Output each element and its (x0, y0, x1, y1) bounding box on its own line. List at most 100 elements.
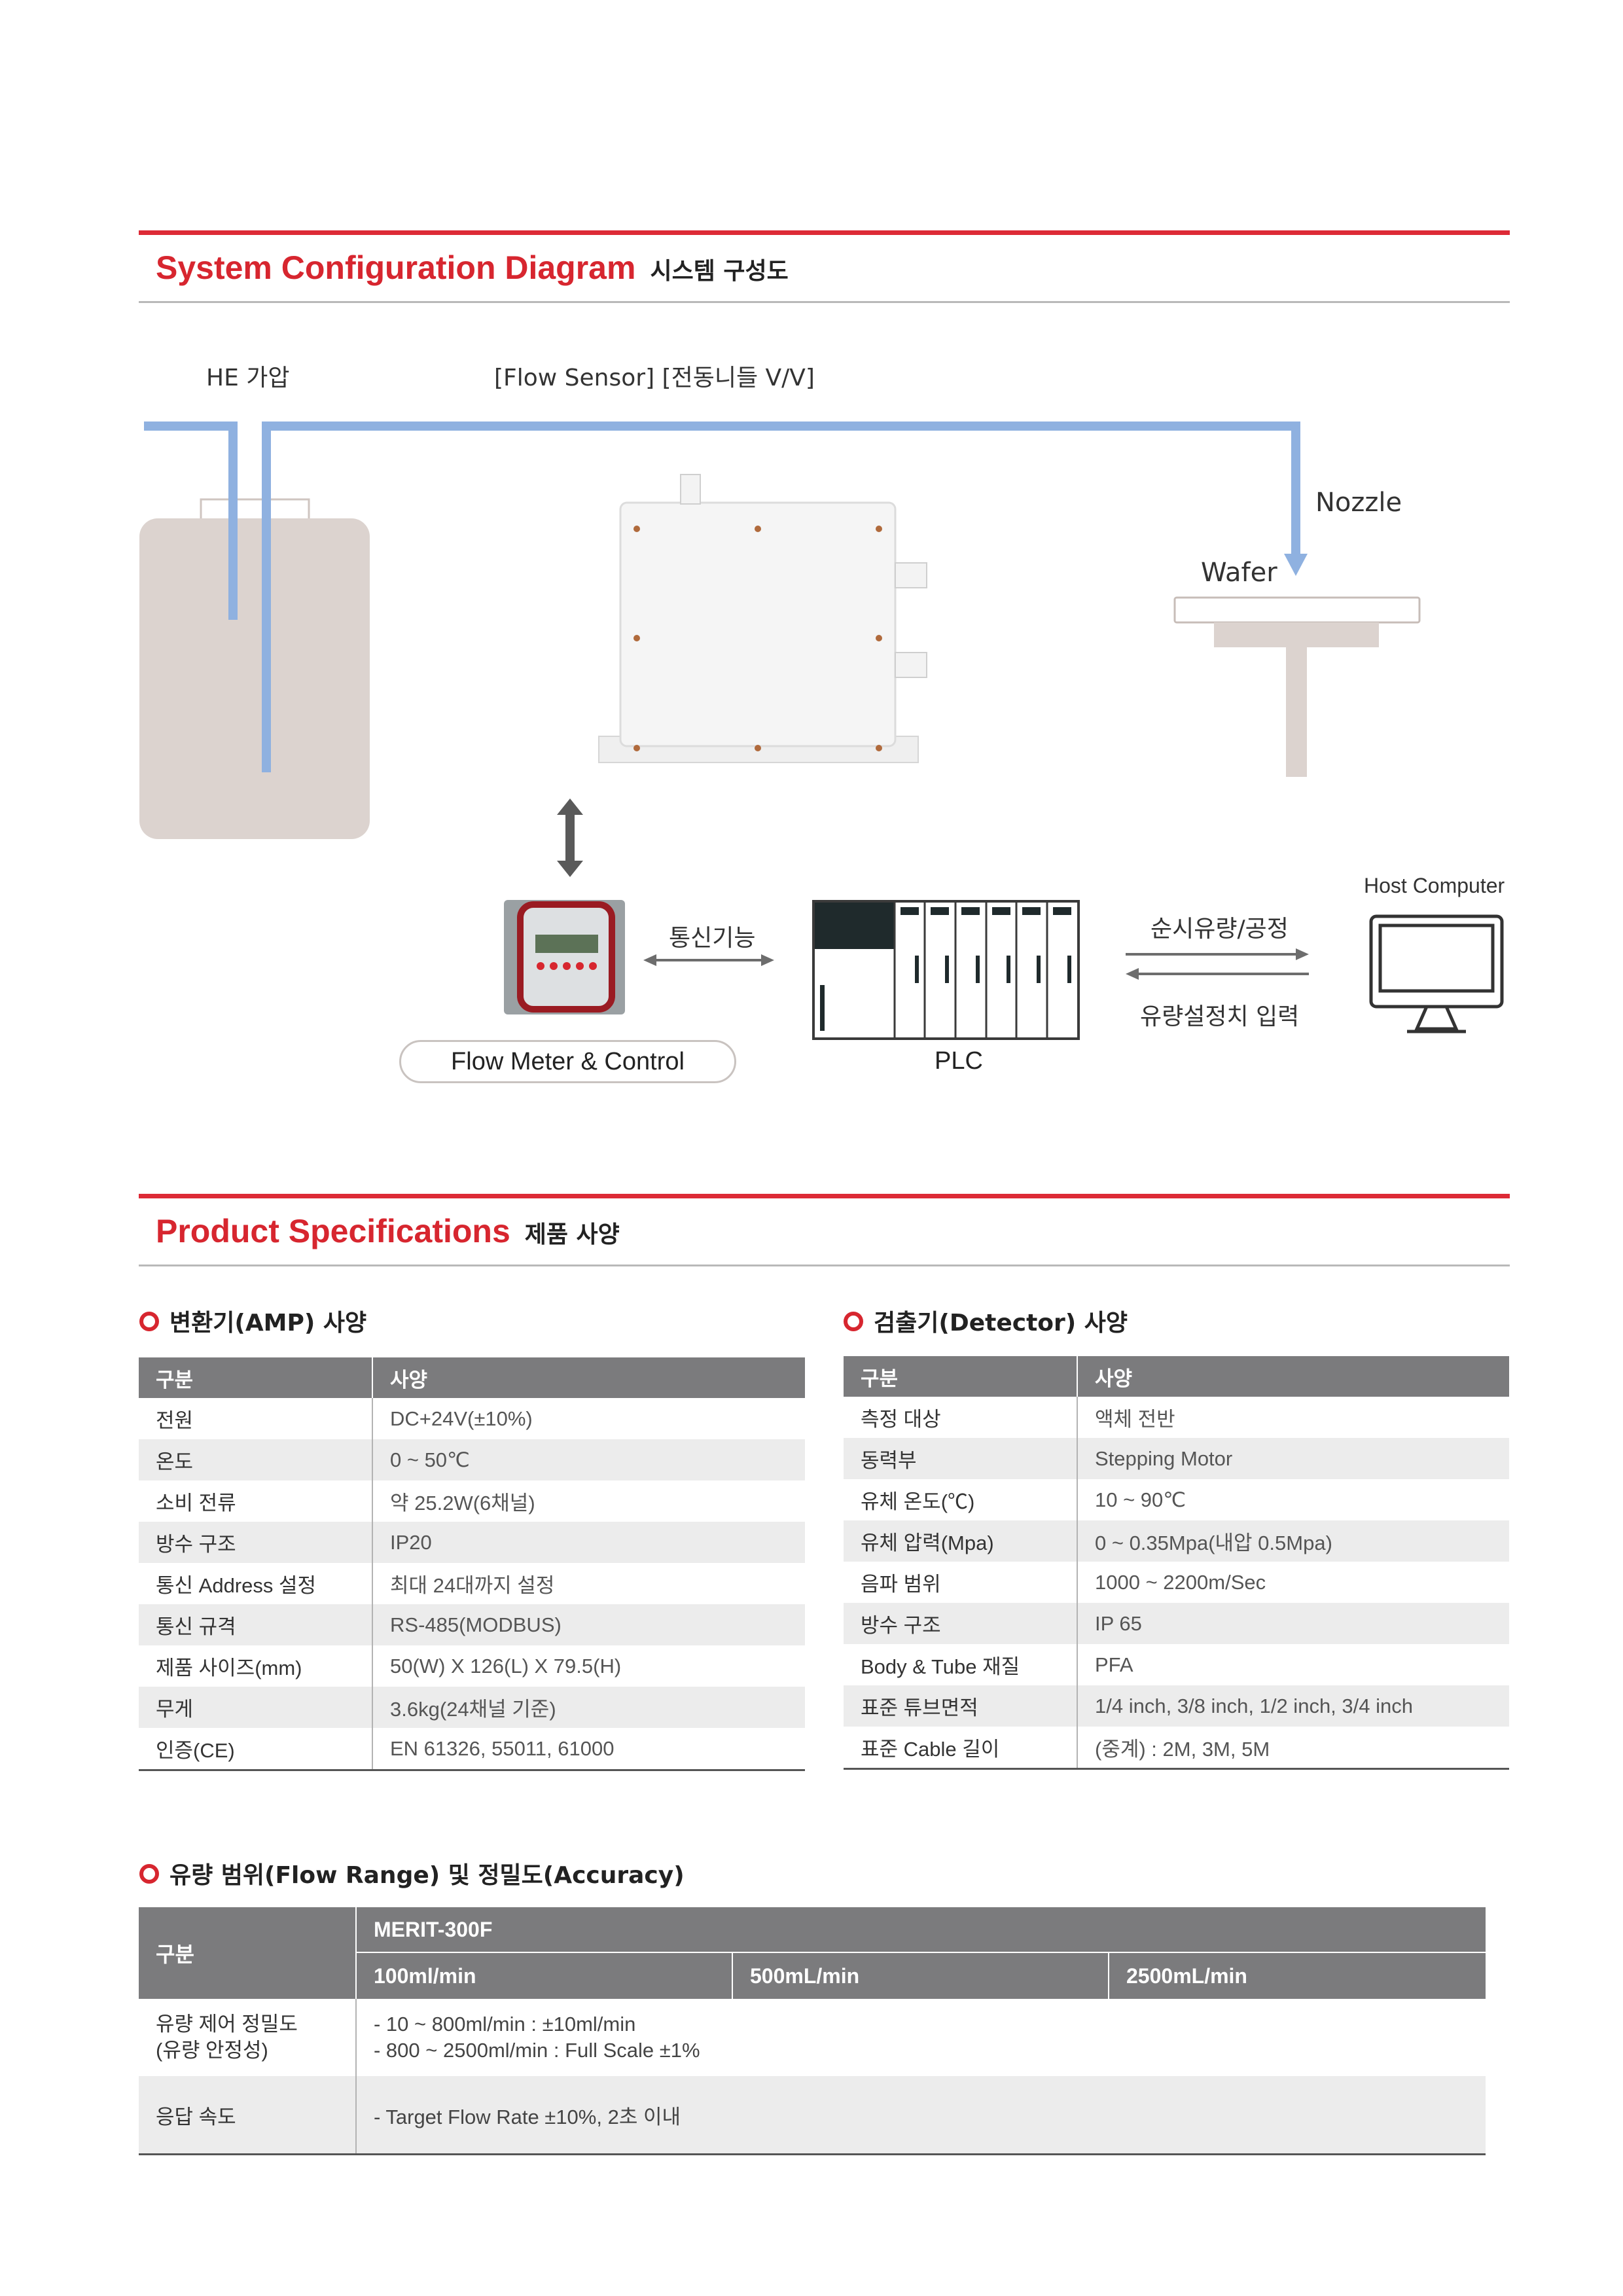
amp-spec-title: 변환기(AMP) 사양 (139, 1304, 366, 1338)
spec-value: 최대 24대까지 설정 (372, 1563, 805, 1604)
spec-value: 액체 전반 (1077, 1397, 1509, 1438)
bullet-ring-icon (844, 1312, 863, 1331)
comm-function-label: 통신기능 (669, 925, 756, 952)
table-header: 사양 (372, 1357, 805, 1398)
comm-arrow-right (761, 954, 774, 966)
table-row: 유량 제어 정밀도 (유량 안정성) - 10 ~ 800ml/min : ±1… (139, 1999, 1486, 2076)
spec-value: (중계) : 2M, 3M, 5M (1077, 1727, 1509, 1770)
instant-arrow-head (1296, 948, 1309, 960)
response-label: 응답 속도 (139, 2076, 357, 2155)
label-line: 응답 속도 (156, 2105, 236, 2128)
spec-label: 통신 Address 설정 (156, 1574, 317, 1597)
section-title-en: Product Specifications (156, 1213, 510, 1249)
spec-value: IP20 (372, 1522, 805, 1563)
table-header: 구분 (139, 1357, 372, 1398)
table-row: 소비 전류 약 25.2W(6채널) (139, 1480, 805, 1522)
spec-label: 전원 (156, 1409, 194, 1432)
spec-value: 10 ~ 90℃ (1077, 1479, 1509, 1520)
range-header: 500mL/min (732, 1952, 1109, 1999)
flow-range-title-text: 유량 범위(Flow Range) 및 정밀도(Accuracy) (169, 1862, 685, 1889)
sensor-side-fitting-1 (895, 562, 927, 588)
model-header: MERIT-300F (356, 1907, 1486, 1953)
precision-value: - 10 ~ 800ml/min : ±10ml/min - 800 ~ 250… (356, 1999, 1486, 2076)
table-row: 인증(CE)EN 61326, 55011, 61000 (139, 1728, 805, 1771)
spec-label: 음파 범위 (861, 1573, 941, 1596)
host-computer-label: Host Computer (1364, 874, 1505, 897)
spec-value: PFA (1077, 1644, 1509, 1685)
spec-value: RS-485(MODBUS) (372, 1604, 805, 1645)
comm-arrow-left (643, 954, 656, 966)
plc-label: PLC (935, 1047, 983, 1075)
section-title-en: System Configuration Diagram (156, 249, 636, 286)
tank-cap (200, 498, 310, 522)
link-arrow-up (557, 798, 583, 815)
table-row: 통신 Address 설정 최대 24대까지 설정 (139, 1563, 805, 1604)
spec-value: 0 ~ 50℃ (372, 1439, 805, 1480)
bullet-ring-icon (139, 1312, 159, 1331)
nozzle-arrow (1284, 554, 1308, 576)
link-arrow-down (557, 861, 583, 877)
spec-label: 방수 구조 (844, 1603, 1077, 1644)
spec-value: IP 65 (1077, 1603, 1509, 1644)
spec-label: 동력부 (844, 1438, 1077, 1479)
label-line: 유량 제어 정밀도 (156, 2013, 298, 2036)
he-pressure-label: HE 가압 (206, 365, 290, 391)
spec-label: 유체 온도(℃) (861, 1490, 975, 1513)
monitor-icon (1369, 914, 1504, 1033)
table-header: 사양 (1077, 1356, 1509, 1397)
spec-label: 표준 Cable 길이 (844, 1727, 1077, 1770)
setpoint-arrow-head (1126, 968, 1139, 980)
wafer (1173, 596, 1421, 624)
nozzle-label: Nozzle (1315, 488, 1402, 518)
flow-range-table: 구분 MERIT-300F 100ml/min 500mL/min 2500mL… (139, 1907, 1486, 2155)
table-row: 제품 사이즈(mm)50(W) X 126(L) X 79.5(H) (139, 1645, 805, 1687)
sensor-side-fitting-2 (895, 652, 927, 678)
wafer-stand (1286, 647, 1307, 777)
table-header: 구분 (139, 1907, 357, 1999)
flow-meter-control-label: Flow Meter & Control (399, 1040, 736, 1083)
he-inlet-pipe (144, 422, 238, 620)
spec-label: 무게 (139, 1687, 372, 1728)
flow-range-title: 유량 범위(Flow Range) 및 정밀도(Accuracy) (139, 1856, 685, 1890)
range-header: 100ml/min (356, 1952, 732, 1999)
section-title-ko: 시스템 구성도 (650, 258, 789, 285)
range-header: 2500mL/min (1108, 1952, 1486, 1999)
section-divider-top (139, 230, 1510, 235)
section-underline (139, 1265, 1510, 1266)
spec-value: EN 61326, 55011, 61000 (372, 1728, 805, 1771)
tank (139, 518, 370, 839)
spec-value: Stepping Motor (1077, 1438, 1509, 1479)
spec-value: 1/4 inch, 3/8 inch, 1/2 inch, 3/4 inch (1077, 1685, 1509, 1727)
value-line: - Target Flow Rate ±10%, 2초 이내 (374, 2105, 681, 2128)
plc-device (812, 900, 1080, 1040)
flow-sensor-label: [Flow Sensor] [전동니들 V/V] (494, 365, 815, 391)
detector-spec-title-text: 검출기(Detector) 사양 (874, 1310, 1128, 1336)
spec-value: 0 ~ 0.35Mpa(내압 0.5Mpa) (1077, 1520, 1509, 1562)
precision-label: 유량 제어 정밀도 (유량 안정성) (139, 1999, 357, 2076)
spec-value: 약 25.2W(6채널) (372, 1480, 805, 1522)
table-row: 표준 Cable 길이(중계) : 2M, 3M, 5M (844, 1727, 1509, 1770)
table-row: 유체 압력(Mpa)0 ~ 0.35Mpa(내압 0.5Mpa) (844, 1520, 1509, 1562)
section-divider-specs (139, 1194, 1510, 1198)
spec-value: 50(W) X 126(L) X 79.5(H) (372, 1645, 805, 1687)
spec-label: 소비 전류 (156, 1492, 236, 1515)
instant-flow-label: 순시유량/공정 (1150, 916, 1289, 942)
response-value: - Target Flow Rate ±10%, 2초 이내 (356, 2076, 1486, 2155)
spec-value: 3.6kg(24채널 기준) (372, 1687, 805, 1728)
spec-label: 인증(CE) (139, 1728, 372, 1771)
spec-label: 통신 규격 (139, 1604, 372, 1645)
amp-spec-title-text: 변환기(AMP) 사양 (169, 1310, 367, 1336)
spec-label: 유체 압력(Mpa) (844, 1520, 1077, 1562)
sensor-top-fitting (680, 474, 701, 505)
